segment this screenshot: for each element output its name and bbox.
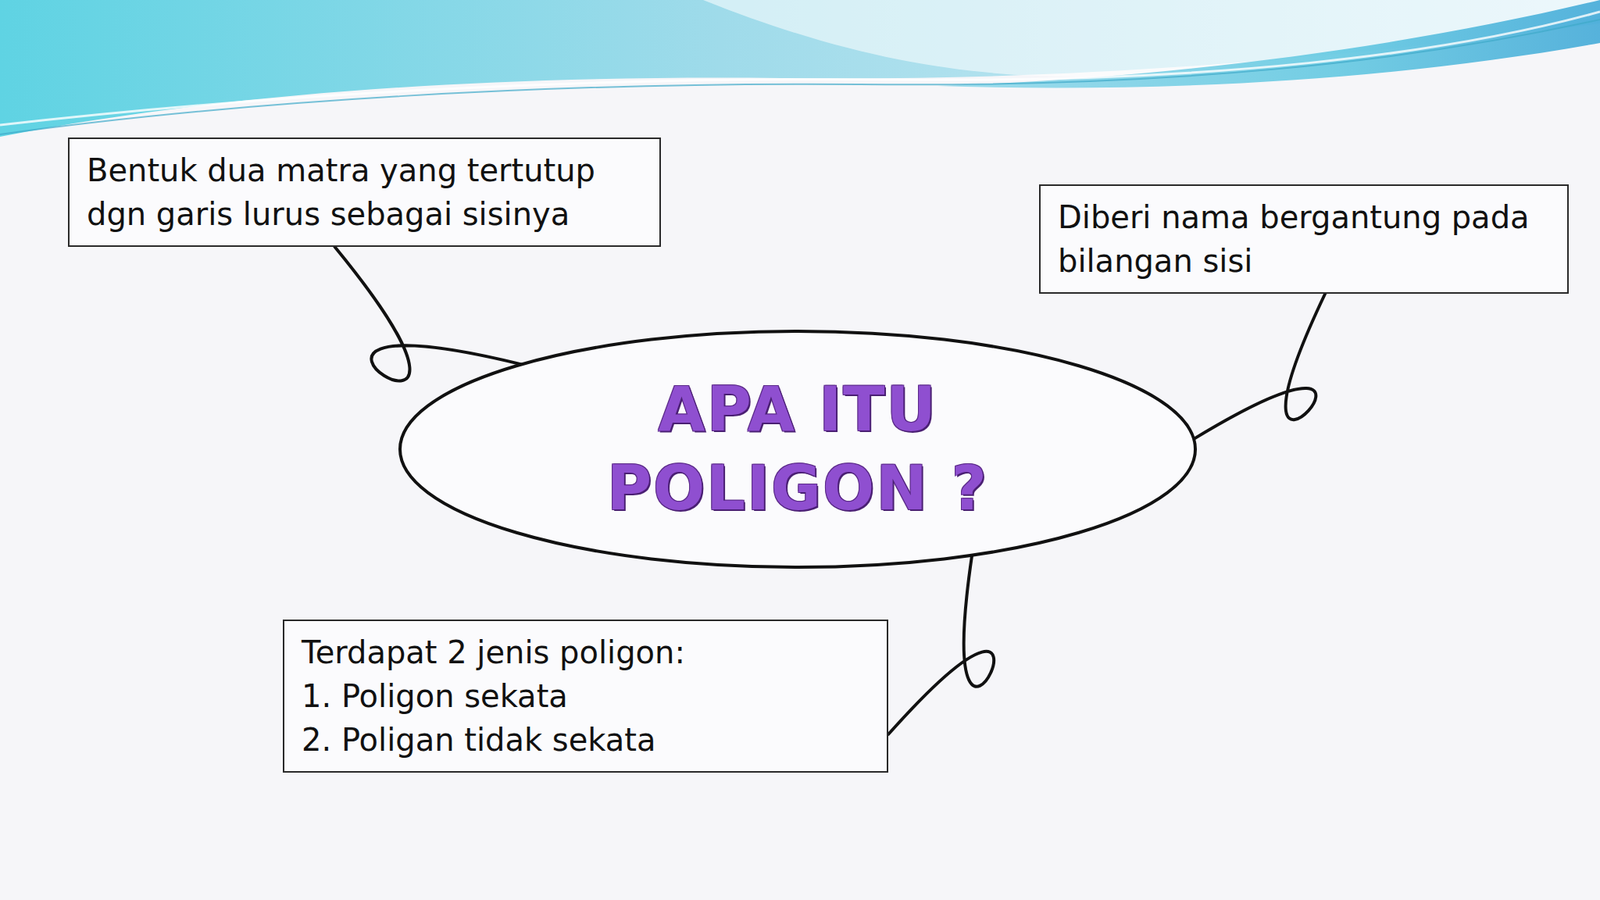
wave-band [0, 0, 1600, 137]
wave-line [0, 19, 1600, 135]
note-text: Diberi nama bergantung pada bilangan sis… [1057, 195, 1550, 283]
note-box: Bentuk dua matra yang tertutup dgn garis… [67, 137, 661, 247]
note-text: Terdapat 2 jenis poligon: [301, 630, 870, 675]
note-text: 2. Poligan tidak sekata [301, 717, 870, 762]
note-text: 1. Poligon sekata [301, 674, 870, 718]
curly-connector [335, 246, 522, 381]
note-text: Bentuk dua matra yang tertutup dgn garis… [86, 148, 643, 236]
ellipse-shape [400, 331, 1196, 568]
wave-band [937, 0, 1600, 89]
topic-ellipse: APA ITU POLIGON ? [397, 328, 1198, 570]
curly-connector [888, 555, 994, 735]
topic-title: APA ITU POLIGON ? [578, 370, 1017, 529]
ellipse-content: APA ITU POLIGON ? [397, 328, 1198, 570]
note-box: Diberi nama bergantung pada bilangan sis… [1039, 184, 1569, 294]
wave-line [0, 11, 1600, 125]
header-wave [0, 0, 1600, 157]
ellipse-outline [397, 328, 1198, 570]
curly-connector [1193, 293, 1325, 440]
note-box: Terdapat 2 jenis poligon:1. Poligon seka… [282, 619, 889, 773]
